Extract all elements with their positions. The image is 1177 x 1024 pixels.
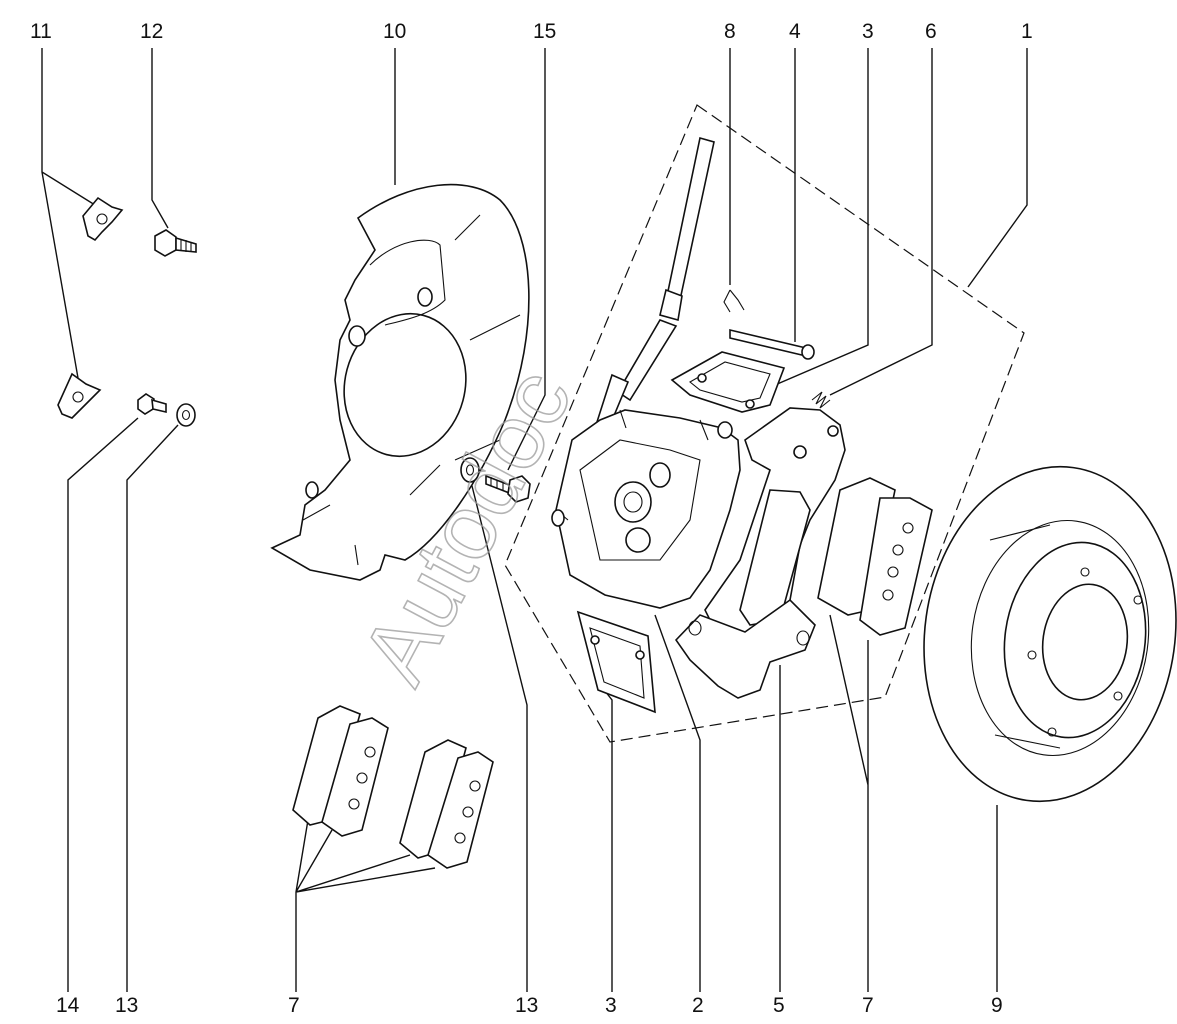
label-bottom-3: 3 — [605, 994, 617, 1017]
label-bottom-7b: 7 — [862, 994, 874, 1017]
label-top-15: 15 — [533, 20, 556, 43]
leader-15 — [507, 48, 546, 471]
part-6-spring — [811, 391, 831, 409]
label-top-10: 10 — [383, 20, 406, 43]
leader-13-right — [469, 477, 528, 992]
label-top-12: 12 — [140, 20, 163, 43]
leader-6 — [829, 48, 933, 396]
part-5-pad-spring — [674, 489, 816, 699]
part-3-seal-top — [670, 351, 786, 413]
top-labels: 11 12 10 15 8 4 3 6 1 — [30, 20, 1033, 43]
leader-12 — [151, 48, 169, 229]
assembly-boundary — [504, 104, 1025, 743]
part-11-clips — [57, 196, 124, 419]
label-bottom-5: 5 — [773, 994, 785, 1017]
part-2-caliper — [551, 409, 741, 609]
leader-7-right — [829, 614, 869, 992]
part-13-washer — [176, 403, 196, 427]
label-top-1: 1 — [1021, 20, 1033, 43]
leader-3-bottom — [597, 681, 613, 992]
label-bottom-13: 13 — [115, 994, 138, 1017]
label-top-6: 6 — [925, 20, 937, 43]
label-bottom-7a: 7 — [288, 994, 300, 1017]
part-7-pads-right — [817, 477, 933, 636]
leader-14 — [67, 417, 139, 992]
brake-hose — [590, 136, 715, 438]
part-14-bolt — [137, 393, 167, 415]
part-9-brake-disc — [923, 465, 1177, 803]
leader-13-left — [126, 424, 179, 992]
part-8-cotter-pin — [723, 289, 745, 313]
label-top-4: 4 — [789, 20, 801, 43]
label-top-11: 11 — [30, 20, 52, 43]
label-bottom-13b: 13 — [515, 994, 538, 1017]
label-top-3: 3 — [862, 20, 874, 43]
leader-3-top — [774, 48, 869, 386]
label-top-8: 8 — [724, 20, 736, 43]
label-bottom-2: 2 — [692, 994, 704, 1017]
part-7-pads-left — [292, 705, 494, 869]
leader-7-left — [295, 819, 436, 992]
part-15-bolt — [485, 474, 531, 503]
label-bottom-14: 14 — [56, 994, 80, 1017]
leader-lines — [41, 48, 1028, 992]
part-3-seal-bottom — [576, 610, 656, 714]
part-4-pin — [729, 328, 815, 360]
part-13-washer-right — [460, 457, 480, 483]
label-bottom-9: 9 — [991, 994, 1003, 1017]
leader-2 — [654, 614, 701, 992]
leader-1 — [967, 48, 1028, 288]
leader-11 — [41, 48, 96, 379]
part-10-dust-shield — [270, 183, 530, 581]
bottom-labels: 14 13 7 13 3 2 5 7 9 — [56, 994, 1003, 1017]
part-12-bolt — [154, 229, 197, 257]
